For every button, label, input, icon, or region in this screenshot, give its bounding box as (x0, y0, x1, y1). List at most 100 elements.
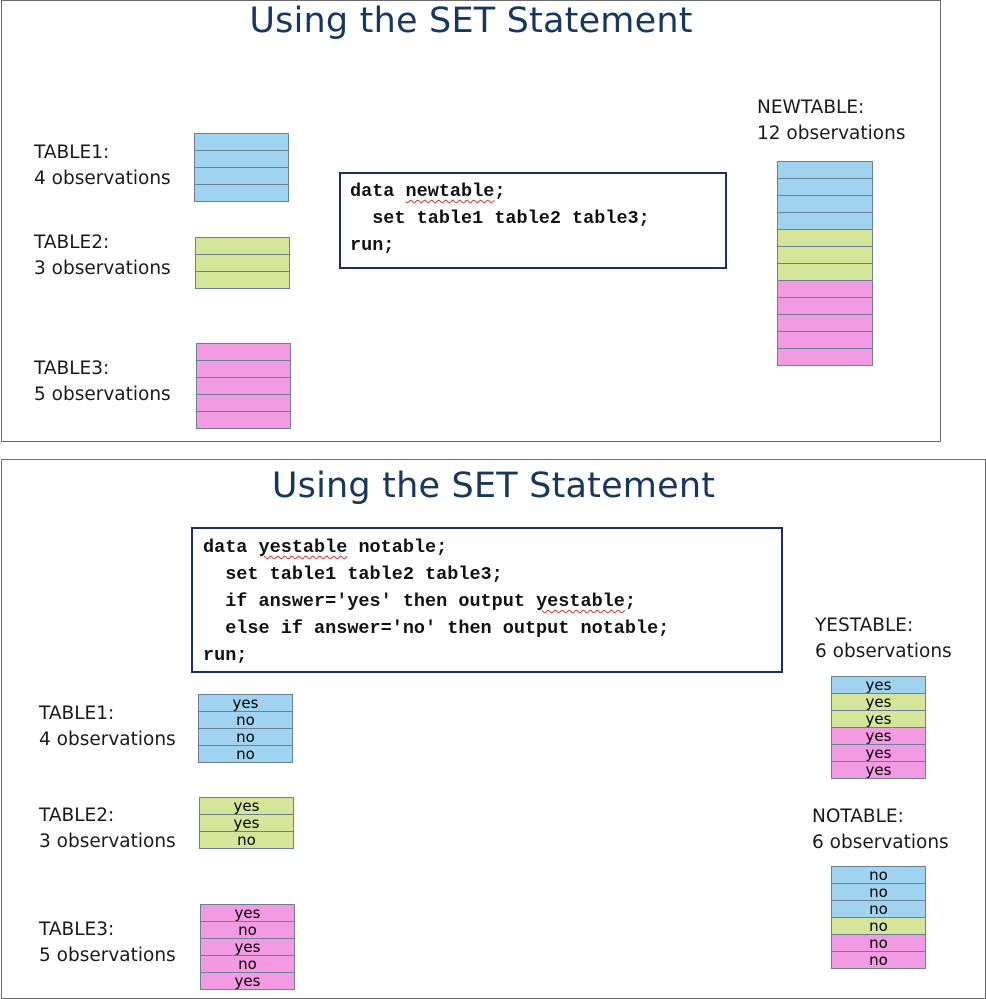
observation-row (195, 168, 288, 185)
observation-row: no (832, 901, 925, 918)
code-line: data newtable; (350, 181, 506, 202)
bottom-table3-label: TABLE3: 5 observations (39, 917, 176, 969)
observation-row: no (200, 832, 293, 849)
top-table1-label: TABLE1: 4 observations (34, 140, 171, 192)
observation-row (197, 412, 290, 429)
top-table1-name: TABLE1: (34, 142, 110, 163)
bottom-panel-title: Using the SET Statement (271, 466, 716, 506)
observation-row: no (201, 956, 294, 973)
observation-row (197, 344, 290, 361)
code-line: data yestable notable; (203, 537, 448, 558)
bottom-code-box: data yestable notable; set table1 table2… (191, 527, 783, 673)
observation-row: no (199, 712, 292, 729)
code-line: set table1 table2 table3; (350, 208, 650, 229)
dataset-name: newtable (405, 181, 495, 202)
observation-row: yes (201, 973, 294, 990)
observation-row: yes (832, 677, 925, 694)
top-table2-count: 3 observations (34, 258, 171, 279)
observation-row: yes (832, 694, 925, 711)
bottom-table2-count: 3 observations (39, 831, 176, 852)
top-code-block: data newtable; set table1 table2 table3;… (350, 178, 725, 259)
bottom-panel: Using the SET Statement data yestable no… (1, 459, 986, 999)
observation-row (778, 196, 872, 213)
observation-row (778, 332, 872, 349)
observation-row (195, 151, 288, 168)
observation-row: yes (832, 762, 925, 779)
yestable-count: 6 observations (815, 641, 952, 662)
notable-name: NOTABLE: (812, 806, 904, 827)
code-line: run; (203, 645, 248, 666)
observation-row (197, 361, 290, 378)
dataset-name: yestable (258, 537, 348, 558)
bottom-table1-name: TABLE1: (39, 703, 115, 724)
observation-row (195, 185, 288, 202)
code-line: else if answer='no' then output notable; (203, 618, 670, 639)
notable-count: 6 observations (812, 832, 949, 853)
observation-row: no (832, 935, 925, 952)
observation-row: no (199, 729, 292, 746)
top-code-box: data newtable; set table1 table2 table3;… (339, 172, 727, 269)
top-table2-name: TABLE2: (34, 232, 110, 253)
observation-row (197, 395, 290, 412)
bottom-table2-label: TABLE2: 3 observations (39, 803, 176, 855)
top-panel-title: Using the SET Statement (249, 1, 693, 41)
observation-row (778, 315, 872, 332)
observation-row: no (832, 867, 925, 884)
bottom-code-block: data yestable notable; set table1 table2… (203, 534, 781, 669)
observation-row: yes (200, 798, 293, 815)
observation-row (778, 213, 872, 230)
top-table1-count: 4 observations (34, 168, 171, 189)
top-table3-count: 5 observations (34, 384, 171, 405)
dataset-name: yestable (536, 591, 625, 612)
observation-row (195, 134, 288, 151)
code-line: if answer='yes' then output yestable; (203, 591, 636, 612)
top-table3-name: TABLE3: (34, 358, 110, 379)
observation-row: yes (201, 905, 294, 922)
observation-row (196, 272, 289, 289)
code-line: run; (350, 235, 395, 256)
observation-row: no (201, 922, 294, 939)
observation-row (197, 378, 290, 395)
observation-row: yes (200, 815, 293, 832)
top-panel: Using the SET Statement TABLE1: 4 observ… (1, 0, 941, 442)
observation-row: no (199, 746, 292, 763)
top-table3-label: TABLE3: 5 observations (34, 356, 171, 408)
observation-row: yes (832, 728, 925, 745)
bottom-table3-name: TABLE3: (39, 919, 115, 940)
bottom-table1-count: 4 observations (39, 729, 176, 750)
code-line: set table1 table2 table3; (203, 564, 503, 585)
observation-row (778, 230, 872, 247)
notable-label: NOTABLE: 6 observations (812, 804, 949, 856)
observation-row: yes (832, 711, 925, 728)
bottom-table1-label: TABLE1: 4 observations (39, 701, 176, 753)
observation-row (778, 179, 872, 196)
observation-row: no (832, 952, 925, 969)
observation-row (778, 264, 872, 281)
observation-row (778, 162, 872, 179)
top-table3-stack (196, 343, 291, 429)
bottom-table2-name: TABLE2: (39, 805, 115, 826)
top-table2-label: TABLE2: 3 observations (34, 230, 171, 282)
top-table2-stack (195, 237, 290, 289)
observation-row: yes (199, 695, 292, 712)
observation-row (778, 298, 872, 315)
observation-row: no (832, 884, 925, 901)
observation-row (196, 255, 289, 272)
observation-row (778, 247, 872, 264)
yestable-name: YESTABLE: (815, 615, 914, 636)
bottom-table3-count: 5 observations (39, 945, 176, 966)
observation-row (778, 281, 872, 298)
observation-row: no (832, 918, 925, 935)
yestable-label: YESTABLE: 6 observations (815, 613, 952, 665)
newtable-count: 12 observations (757, 123, 906, 144)
newtable-stack (777, 161, 873, 366)
observation-row (196, 238, 289, 255)
observation-row (778, 349, 872, 366)
newtable-label: NEWTABLE: 12 observations (757, 95, 905, 147)
newtable-name: NEWTABLE: (757, 97, 865, 118)
